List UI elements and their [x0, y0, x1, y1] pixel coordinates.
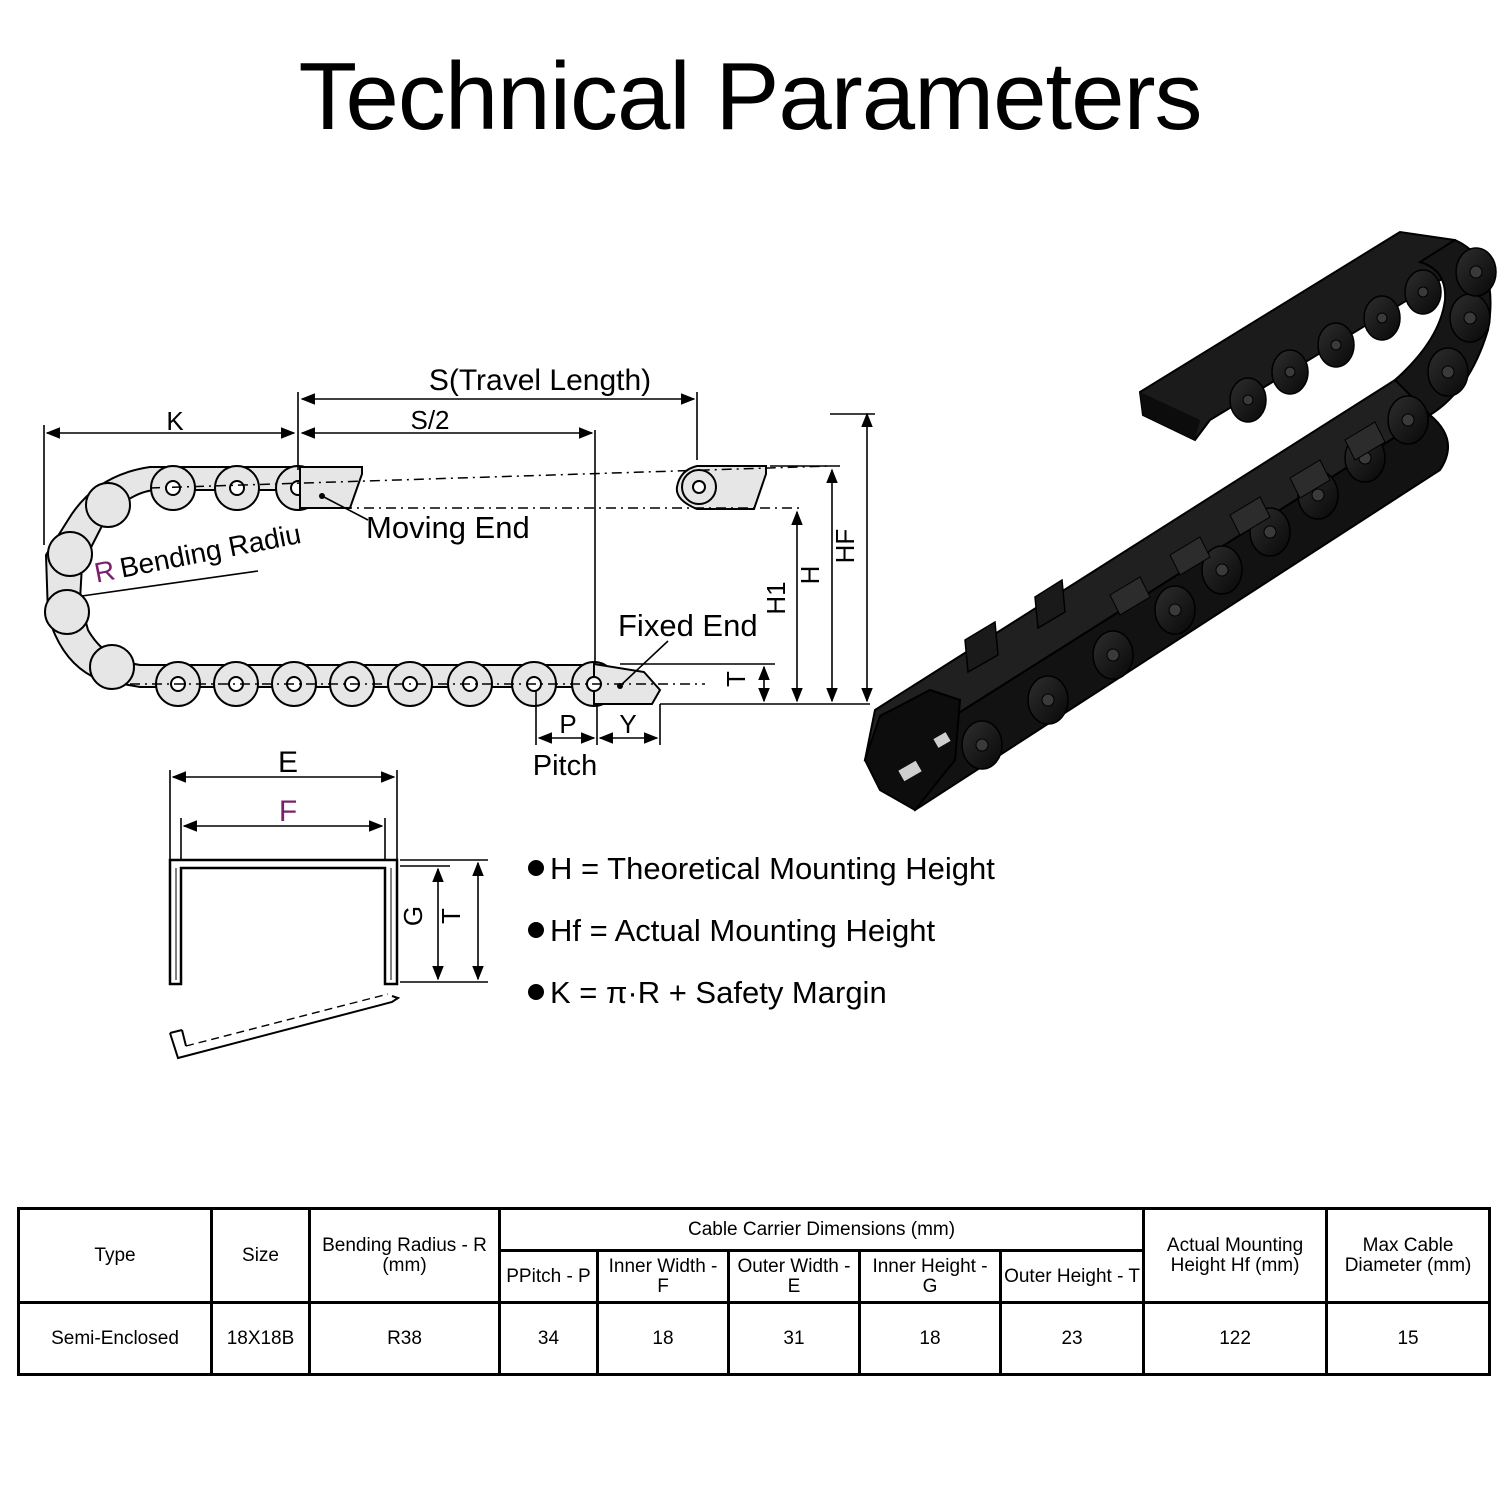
bullet-icon	[528, 859, 544, 876]
cell-bending-radius: R38	[308, 1301, 501, 1376]
cable-chain-diagram: K S(Travel Length) S/2 Moving End R Bend…	[43, 230, 1497, 1060]
header-inner-height: Inner Height - G	[858, 1249, 1002, 1304]
page-title: Technical Parameters	[298, 43, 1202, 150]
label-s: S	[429, 364, 449, 397]
label-t-side: T	[721, 671, 751, 687]
label-y: Y	[619, 709, 636, 739]
header-pitch: PPitch - P	[498, 1249, 599, 1304]
header-max-cable: Max Cable Diameter (mm)	[1325, 1207, 1492, 1304]
dimension-lines	[43, 392, 875, 745]
header-outer-width: Outer Width - E	[727, 1249, 861, 1304]
label-moving-end: Moving End	[366, 510, 530, 545]
label-h1: H1	[761, 581, 791, 614]
label-f: F	[279, 795, 297, 828]
label-pitch: Pitch	[533, 750, 597, 782]
cell-mounting-height: 122	[1142, 1301, 1329, 1376]
cell-outer-height: 23	[998, 1301, 1146, 1376]
header-size: Size	[210, 1207, 311, 1304]
label-travel-length: S(Travel Length)	[429, 364, 651, 397]
cell-inner-height: 18	[858, 1301, 1002, 1376]
cross-section-view	[168, 770, 488, 1060]
header-type: Type	[17, 1207, 213, 1304]
label-fixed-end: Fixed End	[618, 608, 758, 643]
note-text: K = π·R + Safety Margin	[550, 975, 887, 1010]
cell-max-cable: 15	[1325, 1301, 1492, 1376]
header-dimensions-group: Cable Carrier Dimensions (mm)	[497, 1207, 1146, 1252]
cell-inner-width: 18	[596, 1301, 730, 1376]
notes-list: H = Theoretical Mounting Height Hf = Act…	[528, 846, 995, 1032]
header-mounting-height: Actual Mounting Height Hf (mm)	[1142, 1207, 1329, 1304]
label-hf: HF	[830, 529, 860, 564]
header-bending-radius: Bending Radius - R (mm)	[308, 1207, 501, 1304]
note-item: K = π·R + Safety Margin	[528, 970, 995, 1032]
header-outer-height: Outer Height - T	[998, 1249, 1146, 1304]
chain-side-view	[44, 465, 831, 707]
note-item: Hf = Actual Mounting Height	[528, 908, 995, 970]
cable-chain-product-image	[863, 230, 1497, 812]
note-text: Hf = Actual Mounting Height	[550, 913, 936, 948]
cell-size: 18X18B	[210, 1301, 311, 1376]
label-k: K	[166, 406, 184, 436]
label-g: G	[398, 906, 428, 926]
header-inner-width: Inner Width - F	[596, 1249, 730, 1304]
label-r: R	[92, 554, 118, 588]
label-h: H	[795, 566, 825, 585]
bullet-icon	[528, 983, 544, 1000]
spec-table: Type Size Bending Radius - R (mm) Cable …	[17, 1207, 1492, 1376]
label-s-half: S/2	[410, 405, 449, 435]
note-text: H = Theoretical Mounting Height	[550, 851, 995, 886]
table-row: Semi-Enclosed 18X18B R38 34 18 31 18 23 …	[17, 1301, 1492, 1376]
cell-type: Semi-Enclosed	[17, 1301, 213, 1376]
label-travel: (Travel Length)	[449, 364, 651, 397]
note-item: H = Theoretical Mounting Height	[528, 846, 995, 908]
label-p: P	[559, 709, 576, 739]
label-bending-radius: Bending Radiu	[117, 518, 303, 583]
label-t-section: T	[436, 908, 466, 924]
bullet-icon	[528, 921, 544, 938]
label-e: E	[278, 746, 298, 779]
cell-outer-width: 31	[727, 1301, 861, 1376]
cell-pitch: 34	[498, 1301, 599, 1376]
